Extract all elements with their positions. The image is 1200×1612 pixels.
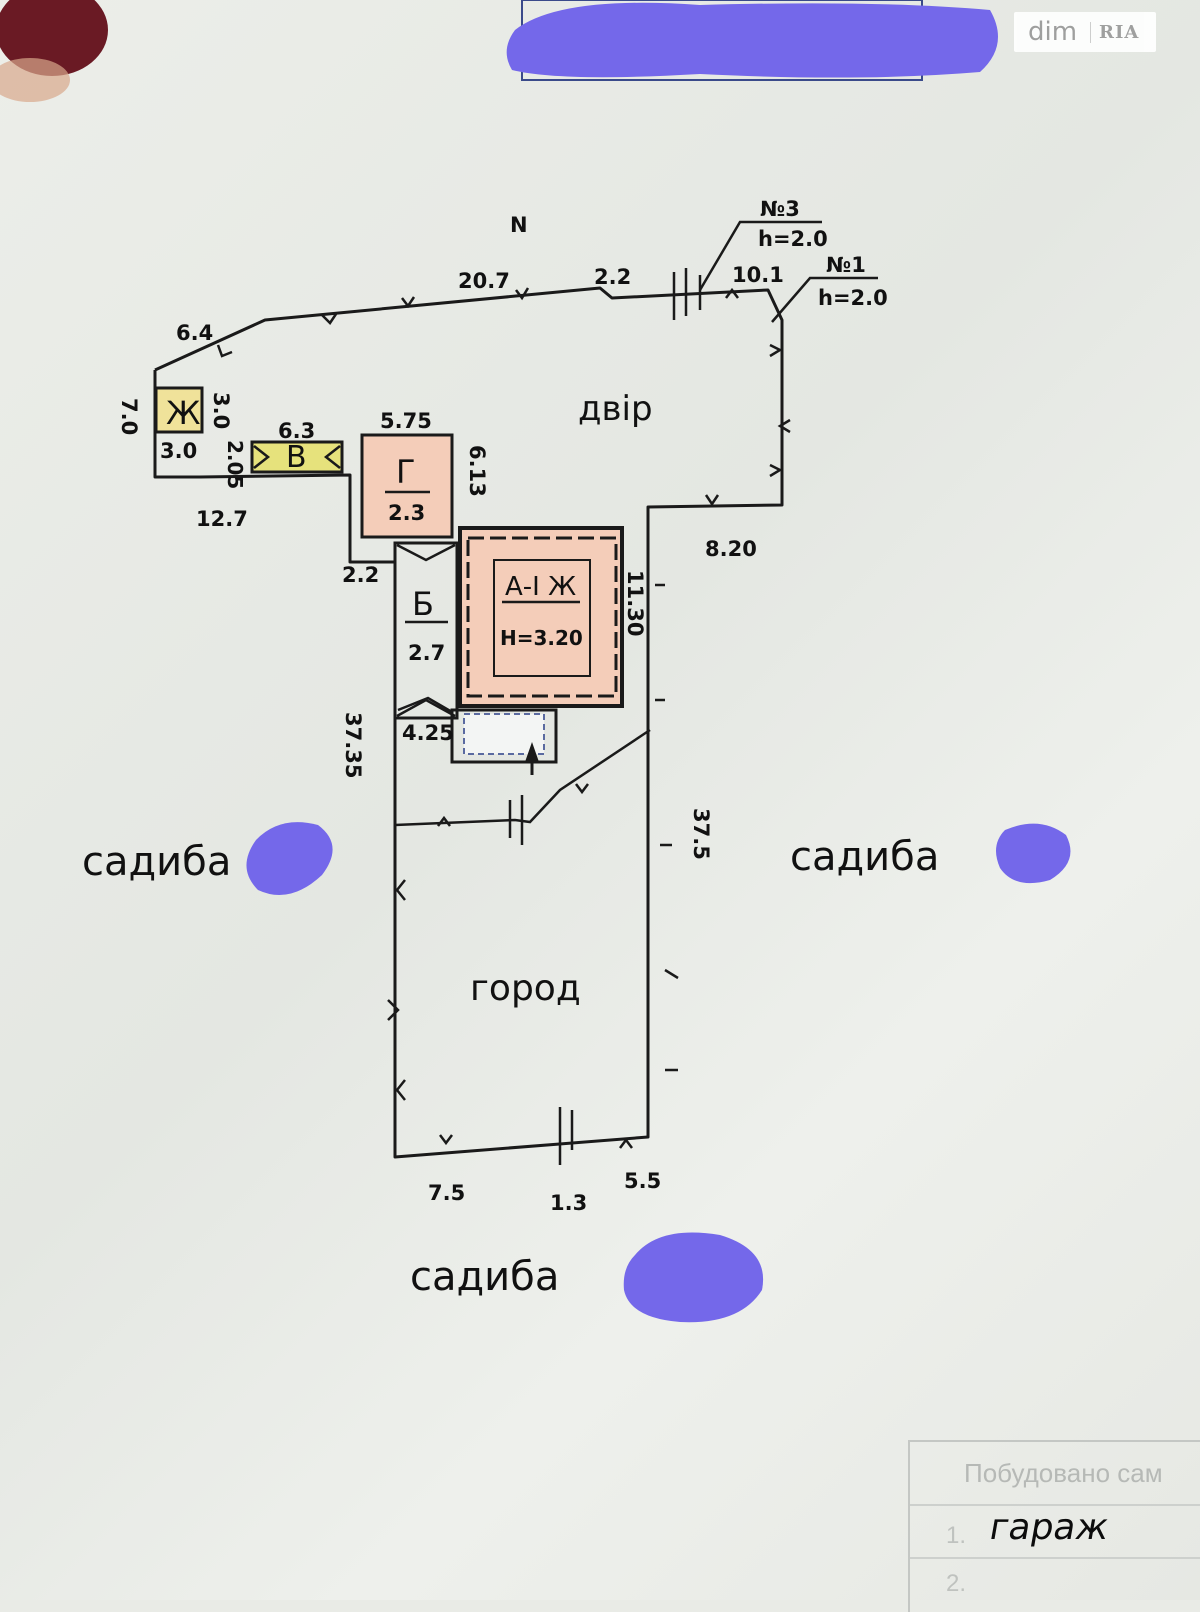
- neighbor-bottom: садиба: [410, 1232, 764, 1323]
- dim-bottom-a: 7.5: [428, 1181, 465, 1205]
- neighbor-left: садиба: [82, 822, 333, 895]
- dim-bottom-b: 1.3: [550, 1191, 587, 1215]
- north-label: N: [510, 213, 528, 237]
- dim-top-edge-small: 2.2: [594, 265, 631, 289]
- building-a: А-І Ж Н=3.20: [458, 526, 624, 708]
- legend-title: Побудовано сам: [964, 1458, 1163, 1488]
- legend-row2-number: 2.: [946, 1570, 967, 1597]
- dim-b-left: 2.2: [342, 563, 379, 587]
- gate-n3-label: №3: [760, 197, 800, 221]
- building-v-dim: 6.3: [278, 419, 315, 443]
- building-g-letter: Г: [396, 453, 416, 491]
- dim-left-side: 7.0: [117, 398, 141, 435]
- neighbor-right-label: садиба: [790, 834, 939, 880]
- building-zh-letter: Ж: [166, 394, 200, 432]
- dimria-watermark: dim RIA: [1014, 12, 1156, 52]
- watermark-brand: dim: [1028, 17, 1078, 47]
- dim-a-side: 11.30: [623, 570, 647, 636]
- neighbor-right: садиба: [790, 823, 1071, 884]
- yard-label: двір: [578, 389, 653, 429]
- building-v-letter: В: [286, 440, 307, 475]
- dim-plot-right: 37.5: [689, 808, 713, 860]
- building-v: В 6.3: [250, 419, 344, 475]
- watermark-brand-suffix: RIA: [1090, 21, 1139, 43]
- dimension-labels: 20.7 2.2 10.1 №3 h=2.0 №1 h=2.0 6.4 7.0 …: [117, 197, 888, 1215]
- building-g: Г 2.3 5.75 6.13: [360, 409, 489, 539]
- building-b-letter: Б: [412, 585, 434, 623]
- neighbor-bottom-label: садиба: [410, 1254, 559, 1300]
- gate-n1-height: h=2.0: [818, 286, 888, 310]
- building-g-area: 2.3: [388, 501, 425, 525]
- dim-zh-side: 3.0: [209, 392, 233, 429]
- dim-top-edge: 20.7: [458, 269, 510, 293]
- legend-row-line: [910, 1557, 1200, 1559]
- finger-photo-artifact: [0, 0, 108, 102]
- building-a-letter: А-І Ж: [505, 572, 576, 602]
- dim-plot-left: 37.35: [341, 712, 365, 778]
- parcel-outline: [153, 220, 878, 1165]
- porch: 4.25: [397, 696, 558, 775]
- dim-bottom-c: 5.5: [624, 1169, 661, 1193]
- porch-dim: 4.25: [402, 721, 454, 745]
- building-b: Б 2.7: [393, 541, 459, 720]
- neighbor-left-label: садиба: [82, 839, 231, 885]
- dim-top-right: 10.1: [732, 263, 784, 287]
- legend-row-line: [910, 1504, 1200, 1506]
- legend-table: Побудовано сам 1. гараж 2.: [908, 1440, 1200, 1612]
- legend-row1-number: 1.: [946, 1522, 967, 1549]
- gate-n1-label: №1: [826, 253, 866, 277]
- dim-v-side: 2.05: [223, 440, 247, 489]
- garden-label: город: [470, 968, 581, 1009]
- legend-row1-value: гараж: [986, 1507, 1112, 1548]
- dim-bottom-left: 12.7: [196, 507, 248, 531]
- building-g-dim-side: 6.13: [465, 445, 489, 497]
- dim-zh-bottom: 3.0: [160, 439, 197, 463]
- gate-n3-height: h=2.0: [758, 227, 828, 251]
- building-a-height: Н=3.20: [500, 626, 583, 650]
- header-redaction: [506, 0, 998, 81]
- building-zh: Ж: [154, 386, 204, 434]
- dim-right-down: 8.20: [705, 537, 757, 561]
- building-g-dim-top: 5.75: [380, 409, 432, 433]
- building-b-area: 2.7: [408, 641, 445, 665]
- dim-left-diag: 6.4: [176, 321, 213, 345]
